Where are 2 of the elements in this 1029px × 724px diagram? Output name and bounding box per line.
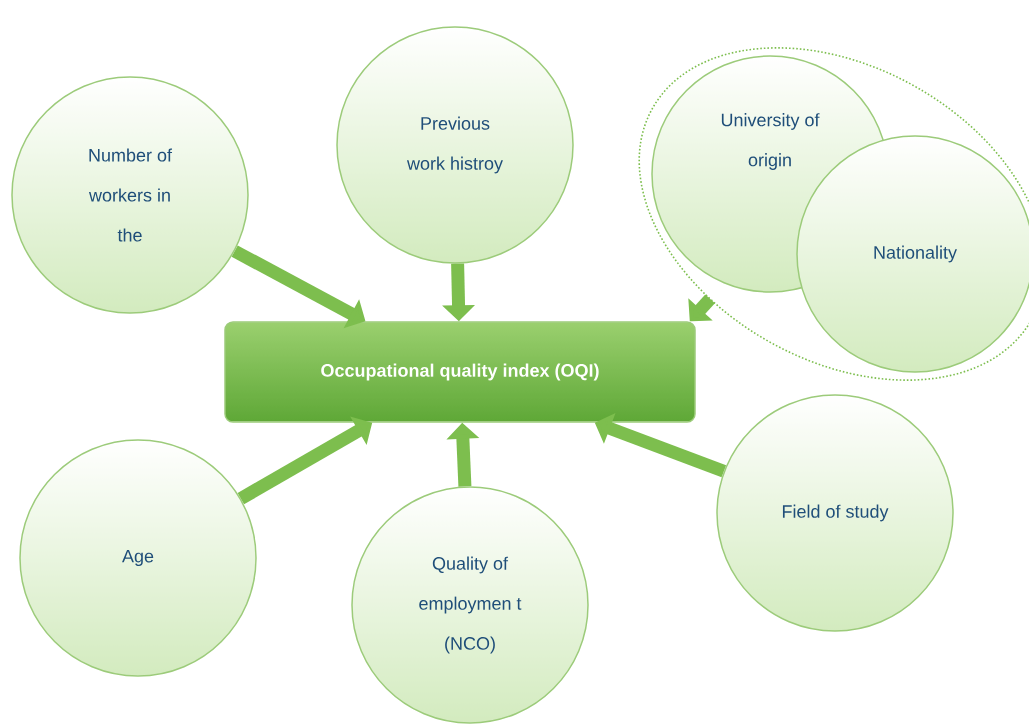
block-arrow xyxy=(688,294,715,322)
center-box: Occupational quality index (OQI) xyxy=(224,321,696,423)
